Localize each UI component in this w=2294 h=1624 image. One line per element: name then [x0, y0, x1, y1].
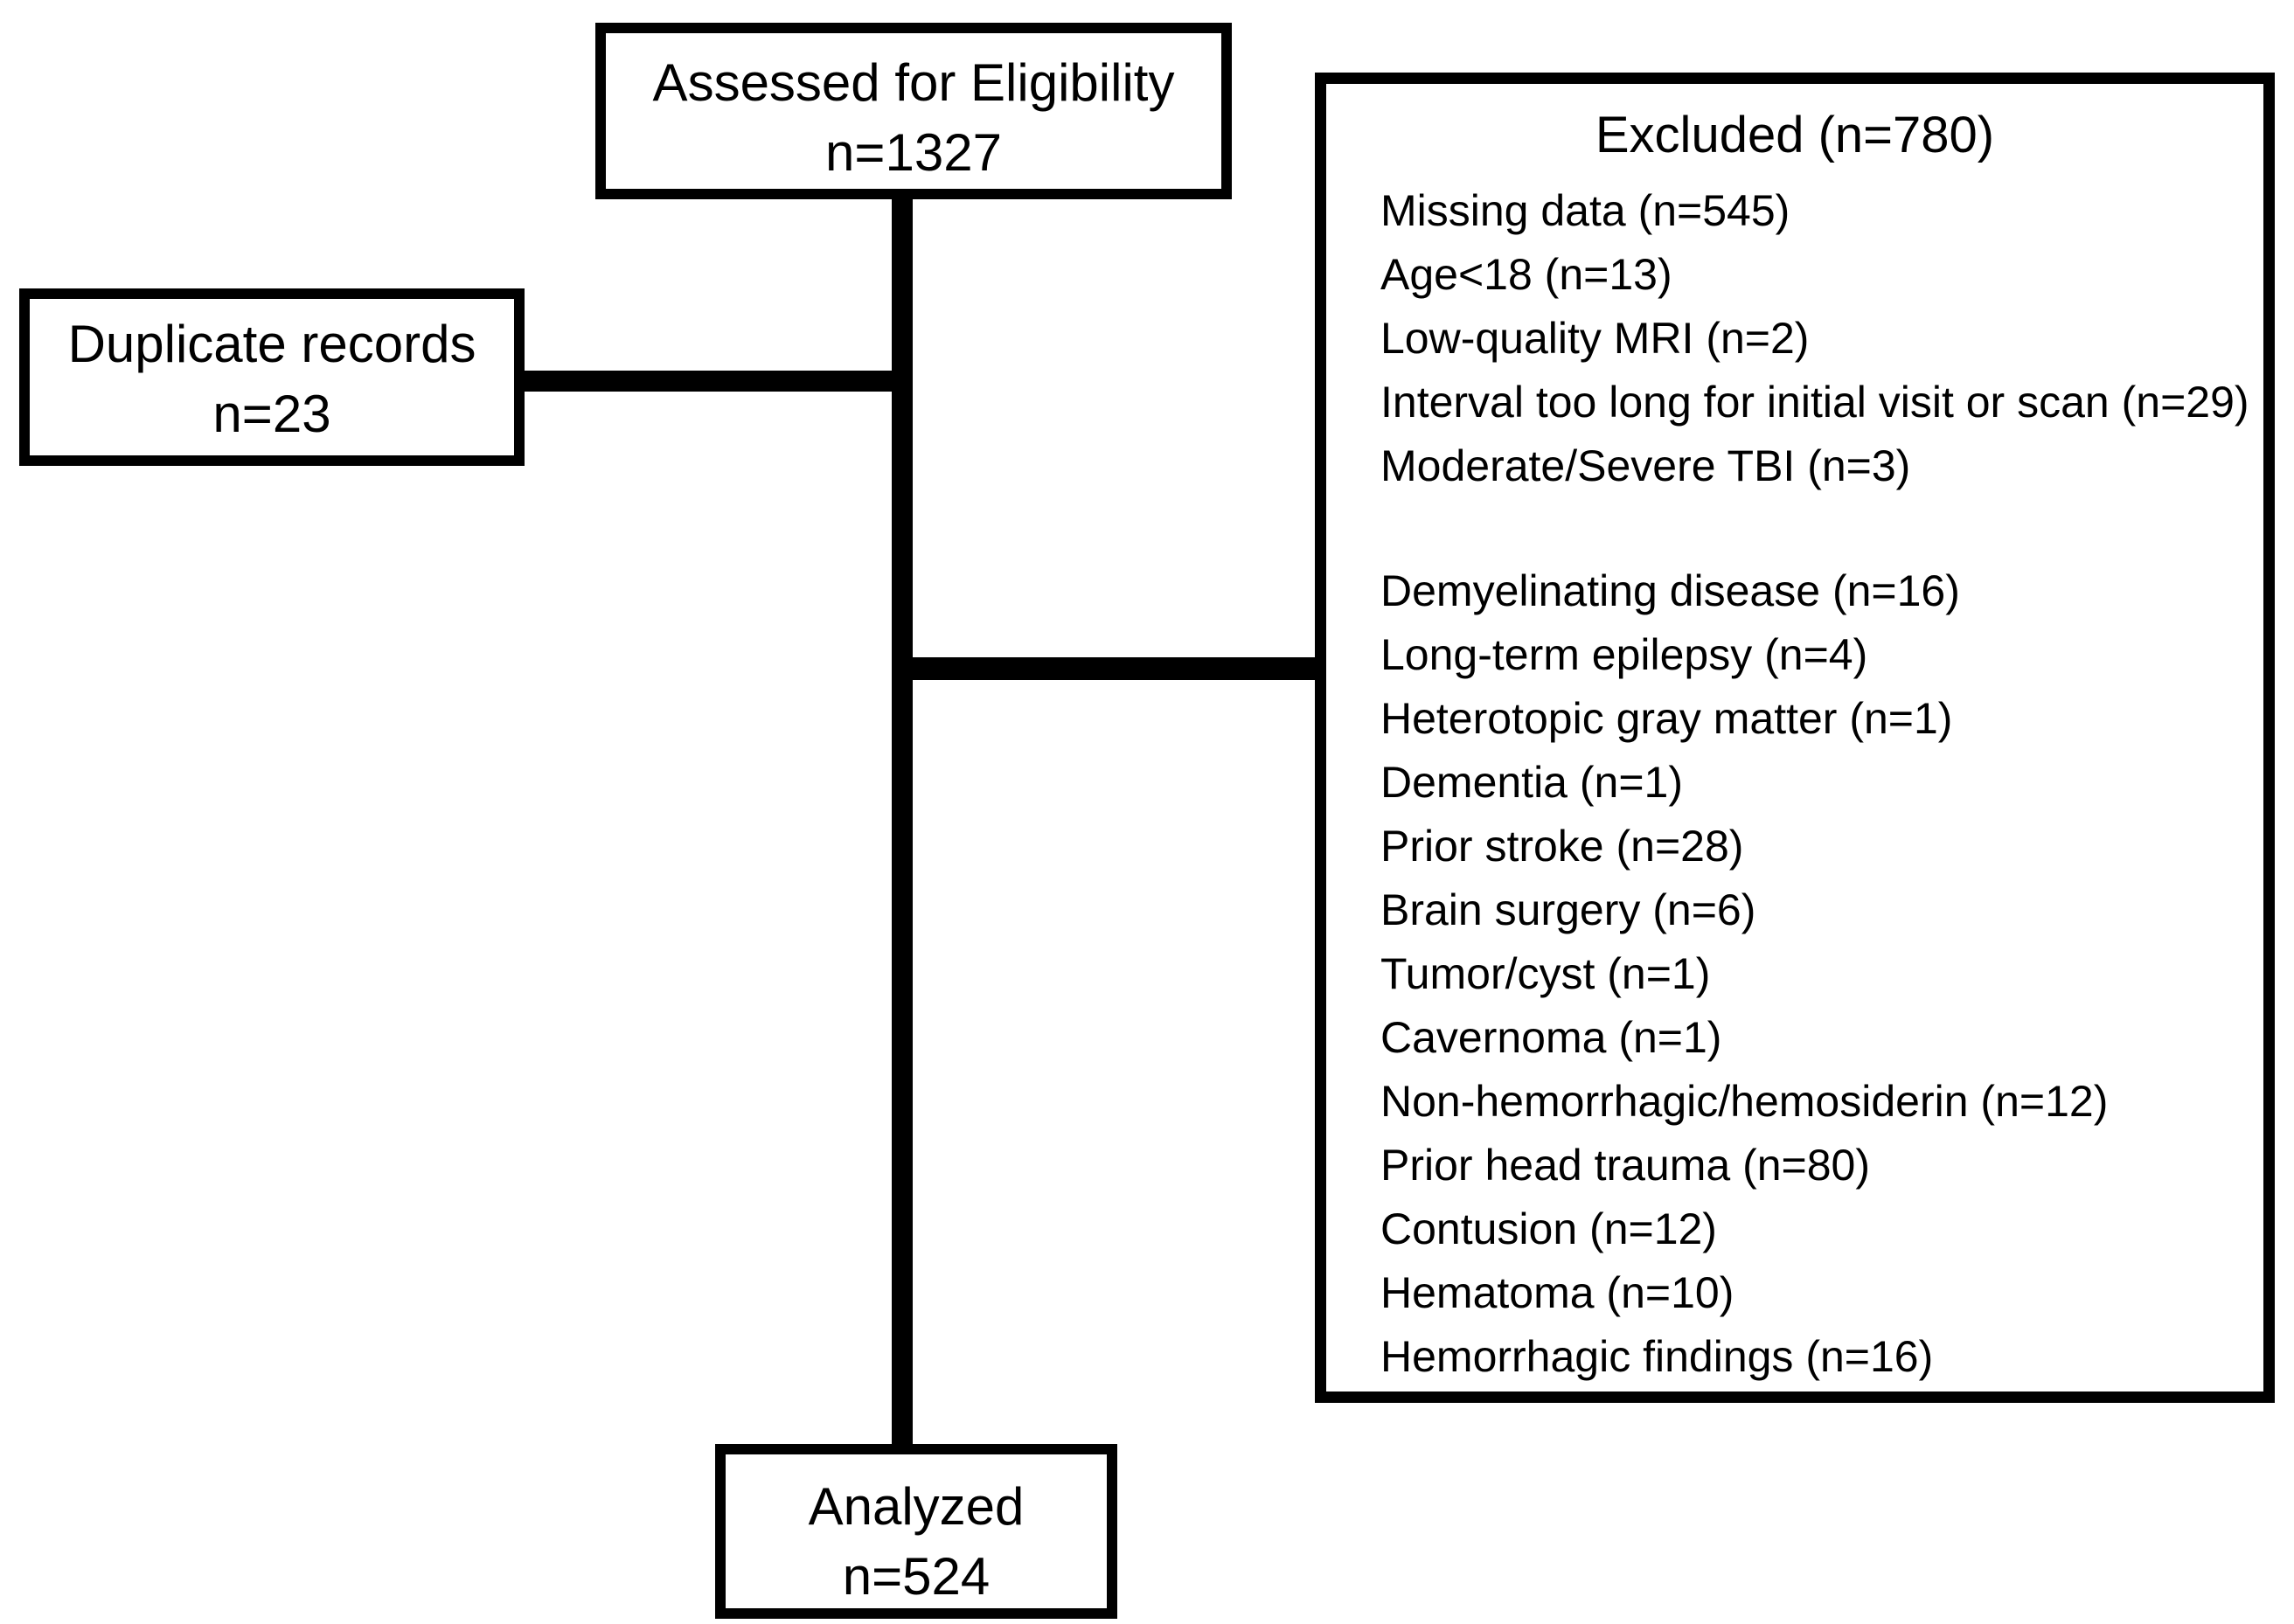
vertical-trunk-connector [892, 188, 913, 1456]
excluded-item: Prior stroke (n=28) [1380, 822, 1744, 871]
excluded-item: Demyelinating disease (n=16) [1380, 566, 1960, 615]
excluded-item: Tumor/cyst (n=1) [1380, 949, 1711, 998]
excluded-item: Hematoma (n=10) [1380, 1268, 1734, 1317]
assessed-count: n=1327 [825, 123, 1002, 182]
excluded-connector [909, 657, 1320, 680]
analyzed-box: Analyzed n=524 [715, 1444, 1117, 1619]
excluded-item: Missing data (n=545) [1380, 186, 1790, 235]
duplicate-records-connector [516, 371, 904, 392]
excluded-item: Contusion (n=12) [1380, 1204, 1717, 1253]
excluded-item: Moderate/Severe TBI (n=3) [1380, 441, 1911, 490]
excluded-item: Non-hemorrhagic/hemosiderin (n=12) [1380, 1077, 2109, 1126]
excluded-item: Prior head trauma (n=80) [1380, 1141, 1871, 1190]
excluded-item: Interval too long for initial visit or s… [1380, 378, 2249, 427]
excluded-clinical-list: Demyelinating disease (n=16) Long-term ep… [1380, 559, 2263, 1389]
duplicate-count: n=23 [212, 385, 331, 443]
excluded-box: Excluded (n=780) Missing data (n=545) Age… [1315, 73, 2275, 1403]
excluded-item: Heterotopic gray matter (n=1) [1380, 694, 1953, 743]
duplicate-records-box: Duplicate records n=23 [19, 288, 525, 466]
excluded-item: Brain surgery (n=6) [1380, 885, 1756, 934]
assessed-title: Assessed for Eligibility [652, 53, 1175, 112]
duplicate-title: Duplicate records [67, 315, 476, 373]
excluded-item: Dementia (n=1) [1380, 758, 1683, 807]
excluded-item: Low-quality MRI (n=2) [1380, 314, 1810, 363]
excluded-item: Cavernoma (n=1) [1380, 1013, 1722, 1062]
excluded-title: Excluded (n=780) [1595, 107, 1995, 163]
excluded-item: Age<18 (n=13) [1380, 250, 1672, 299]
analyzed-title: Analyzed [808, 1477, 1025, 1536]
analyzed-count: n=524 [842, 1547, 991, 1606]
excluded-list-gap [1326, 498, 2263, 559]
assessed-box: Assessed for Eligibility n=1327 [595, 23, 1232, 199]
excluded-item: Long-term epilepsy (n=4) [1380, 630, 1868, 679]
excluded-item: Hemorrhagic findings (n=16) [1380, 1332, 1934, 1381]
excluded-initial-list: Missing data (n=545) Age<18 (n=13) Low-qua… [1380, 179, 2263, 498]
